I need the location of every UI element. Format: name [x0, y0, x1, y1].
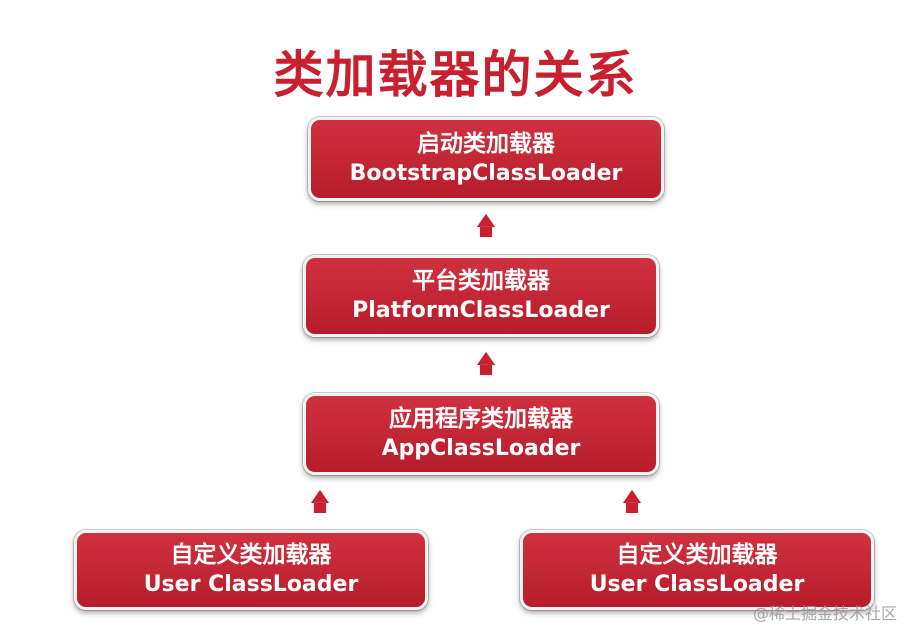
node-label-en: PlatformClassLoader [352, 298, 610, 323]
diagram-title: 类加载器的关系 [273, 46, 638, 104]
node-label-cn: 应用程序类加载器 [389, 406, 573, 432]
node-label-en: BootstrapClassLoader [349, 161, 623, 186]
node-label-en: AppClassLoader [381, 436, 581, 461]
watermark: @稀土掘金技术社区 [752, 604, 897, 623]
node-label-cn: 平台类加载器 [412, 268, 550, 294]
node-label-cn: 自定义类加载器 [170, 542, 332, 568]
node-user-classloader-right: 自定义类加载器 User ClassLoader [520, 530, 874, 610]
node-app-classloader: 应用程序类加载器 AppClassLoader [303, 393, 659, 475]
node-bootstrap-classloader: 启动类加载器 BootstrapClassLoader [308, 117, 664, 201]
node-label-en: User ClassLoader [143, 572, 359, 597]
node-label-en: User ClassLoader [589, 572, 805, 597]
node-label-cn: 启动类加载器 [417, 131, 555, 157]
node-label-cn: 自定义类加载器 [616, 542, 778, 568]
node-user-classloader-left: 自定义类加载器 User ClassLoader [74, 530, 428, 610]
node-platform-classloader: 平台类加载器 PlatformClassLoader [303, 255, 659, 337]
